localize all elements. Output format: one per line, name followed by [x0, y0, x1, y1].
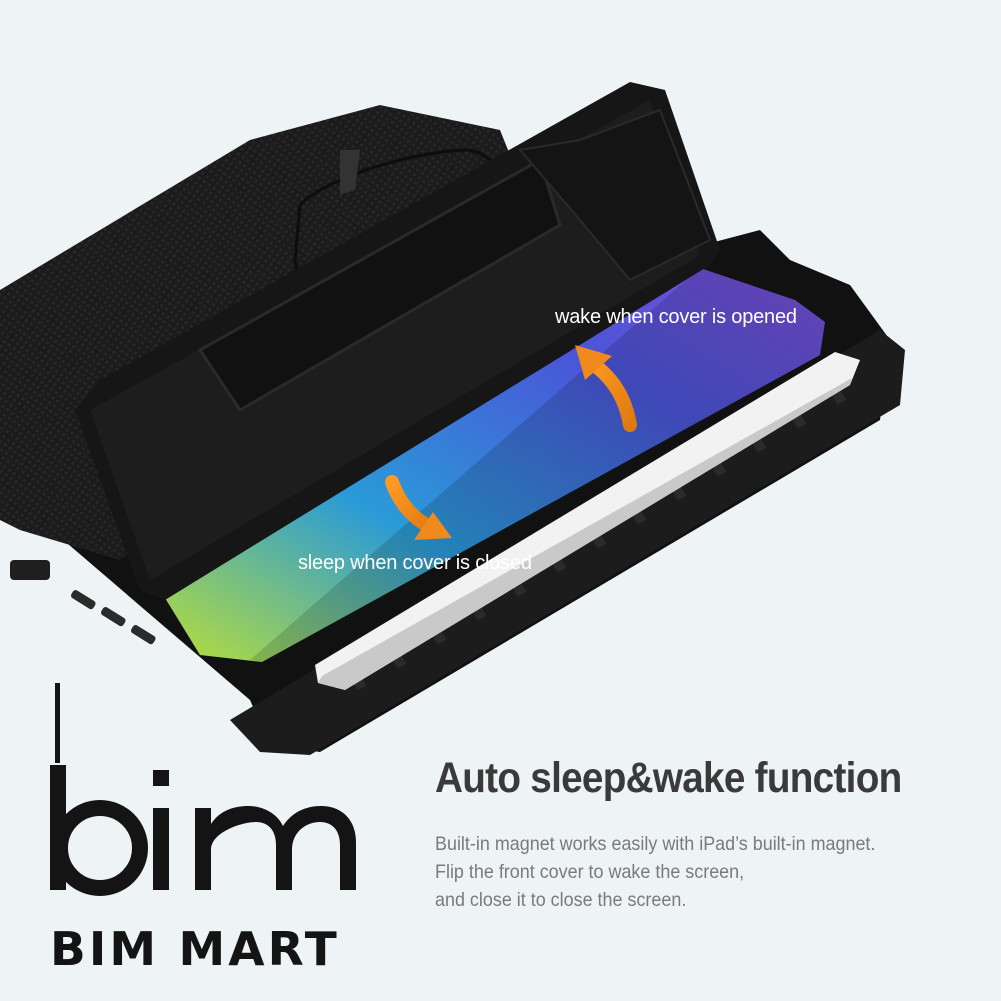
description-line: and close it to close the screen. — [435, 889, 687, 911]
description-line: Built-in magnet works easily with iPad’s… — [435, 833, 876, 855]
sleep-arrow — [385, 475, 452, 540]
front-cover — [75, 82, 720, 600]
description-line: Flip the front cover to wake the screen, — [435, 861, 745, 883]
wake-callout: wake when cover is opened — [555, 306, 797, 328]
sleep-callout: sleep when cover is closed — [298, 552, 532, 574]
wake-arrow — [575, 345, 637, 432]
pencil — [315, 352, 860, 690]
brand-wordmark: BIM MART — [50, 922, 340, 976]
feature-headline: Auto sleep&wake function — [435, 754, 902, 802]
feature-description: Built-in magnet works easily with iPad’s… — [435, 830, 914, 914]
tablet-screen — [165, 268, 825, 662]
